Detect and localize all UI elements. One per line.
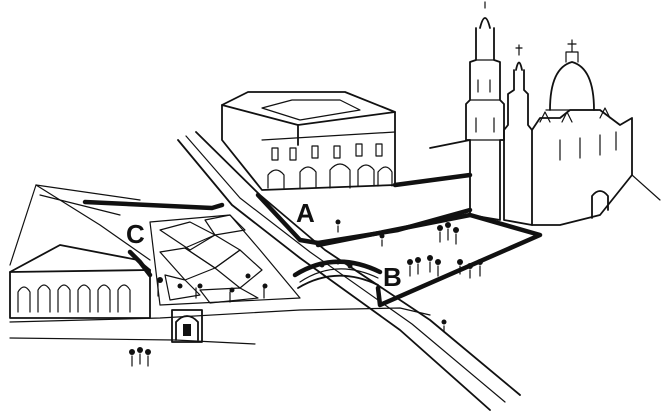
area-label-a: A [296,198,315,228]
central-palace [221,91,396,191]
canal-gate [171,309,203,343]
area-b-plaza [315,212,543,333]
area-label-b: B [383,262,402,292]
scattered-figures [129,347,151,367]
left-arcade-building [9,184,151,319]
cathedral [465,1,661,226]
bridge [292,259,383,289]
area-c-market [82,199,301,306]
canal-road [9,131,521,411]
area-label-c: C [126,219,145,249]
